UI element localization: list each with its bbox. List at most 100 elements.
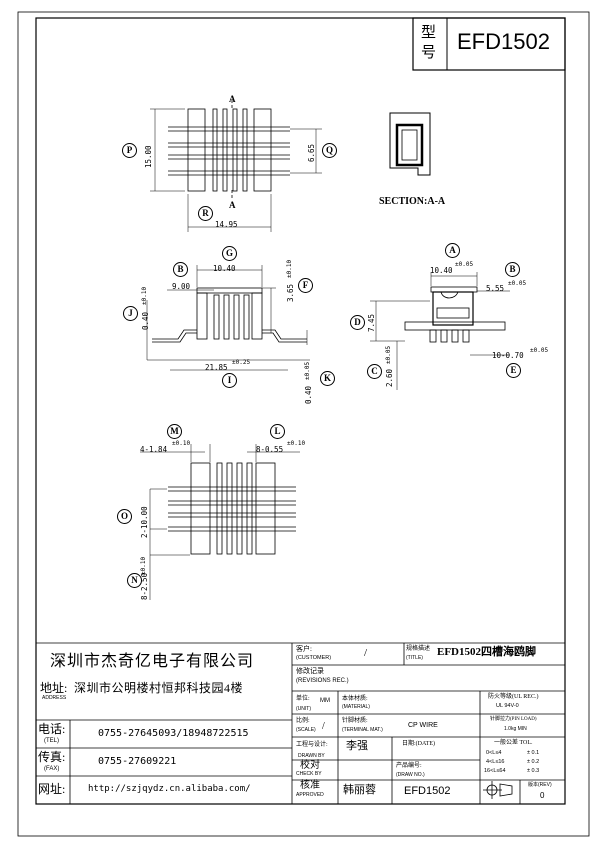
dim-2-60: 2.60 — [385, 368, 394, 387]
web-label: 网址: — [38, 782, 66, 796]
fax-value: 0755-27609221 — [98, 756, 177, 767]
approved-sub-label: APPROVED — [296, 792, 324, 798]
spec-label: 规格描述 — [406, 646, 431, 652]
label-M: M — [167, 424, 182, 439]
side-view — [146, 265, 310, 371]
dim-7-45: 7.45 — [367, 313, 376, 332]
scale-value: / — [322, 721, 325, 732]
customer-sub-label: (CUSTOMER) — [296, 655, 332, 661]
unit-value: MM — [320, 698, 330, 704]
inner-frame — [35, 17, 566, 805]
tolerance-range-3: 16<L≤64 — [484, 768, 506, 774]
draw-no-label: 产品编号: — [396, 763, 422, 769]
fax-sub-label: (FAX) — [44, 766, 60, 772]
dim-9-00: 9.00 — [172, 282, 191, 291]
dim-10-40: 10.40 — [213, 264, 236, 273]
address-sub-label: ADDRESS — [42, 695, 67, 701]
label-E: E — [506, 363, 521, 378]
label-N: N — [127, 573, 142, 588]
spec-sub-label: (TITLE) — [406, 655, 423, 661]
dim-10-0-70: 10-0.70 — [492, 351, 524, 360]
tolerance-value-2: ± 0.2 — [527, 759, 540, 765]
date-label: 日期:(DATE) — [402, 741, 435, 747]
dim-k-0-40: 0.40 — [304, 385, 313, 404]
label-B: B — [173, 262, 188, 277]
section-view — [389, 112, 431, 176]
tolerance-value-3: ± 0.3 — [527, 768, 540, 774]
bottom-view — [140, 444, 300, 600]
dim-21-85: 21.85 — [205, 363, 228, 372]
check-by-sub-label: CHECK BY — [296, 771, 322, 777]
model-title-box — [412, 17, 566, 71]
label-D: D — [350, 315, 365, 330]
dim-a-10-40: 10.40 — [430, 266, 453, 275]
label-F: F — [298, 278, 313, 293]
dim-n-tol: ±0.10 — [140, 556, 147, 575]
tel-value: 0755-27645093/18948722515 — [98, 728, 249, 739]
revision-label: 修改记录 — [296, 667, 324, 675]
section-label: SECTION:A-A — [379, 196, 446, 207]
unit-sub-label: (UNIT) — [296, 706, 311, 712]
tolerance-value-1: ± 0.1 — [527, 750, 540, 756]
dim-2-10-00: 2-10.00 — [140, 506, 149, 538]
unit-label: 单位: — [296, 696, 310, 702]
label-O: O — [117, 509, 132, 524]
material-sub-label: (MATERIAL) — [342, 704, 370, 710]
drawn-by-label: 工程与设计: — [296, 742, 328, 748]
revision-sub-label: (REVISIONS REC.) — [296, 678, 349, 684]
terminal-label: 针脚材质: — [342, 718, 368, 724]
model-label-char-2: 号 — [421, 45, 437, 61]
title-block-table — [36, 642, 565, 804]
label-J: J — [123, 306, 138, 321]
dim-a-tol: ±0.05 — [455, 261, 474, 268]
customer-value: / — [364, 647, 368, 659]
dim-j-tol: ±0.10 — [141, 286, 148, 305]
tolerance-range-2: 4<L≤16 — [486, 759, 505, 765]
tel-sub-label: (TEL) — [44, 738, 59, 744]
projection-symbol — [483, 781, 513, 799]
drawn-by-sub-label: DRAWN BY — [298, 753, 325, 759]
terminal-value: CP WIRE — [408, 722, 438, 729]
pin-load-value: 1.0kg MIN — [504, 726, 527, 732]
dim-8-2-50: 8-2.50 — [140, 572, 149, 600]
dim-8-0-55: 8-0.55 — [256, 445, 284, 454]
dim-2-60-tol: ±0.05 — [385, 345, 392, 364]
drawn-by-value: 李强 — [346, 740, 368, 752]
draw-no-sub-label: (DRAW NO.) — [396, 772, 425, 778]
dim-l-tol: ±0.10 — [287, 440, 306, 447]
end-view — [370, 272, 510, 390]
tolerance-label: 一般公差 TOL. — [494, 740, 533, 746]
scale-sub-label: (SCALE) — [296, 727, 316, 733]
address-label: 地址: — [40, 681, 68, 695]
label-A: A — [445, 243, 460, 258]
flame-rating-value: UL 94V-0 — [496, 703, 519, 709]
model-number: EFD1502 — [457, 29, 550, 54]
flame-rating-label: 防火等级(UL REC.) — [488, 694, 539, 700]
web-value[interactable]: http://szjqydz.cn.alibaba.com/ — [88, 784, 251, 794]
dim-6-65: 6.65 — [307, 143, 316, 162]
dim-14-95: 14.95 — [215, 220, 238, 229]
label-B2: B — [505, 262, 520, 277]
approved-value: 韩丽蓉 — [343, 784, 376, 796]
outer-frame — [17, 11, 590, 837]
label-C: C — [367, 364, 382, 379]
company-name: 深圳市杰奇亿电子有限公司 — [50, 653, 255, 670]
dim-3-65-tol: ±0.10 — [286, 259, 293, 278]
dim-m-tol: ±0.10 — [172, 440, 191, 447]
model-label-char-1: 型 — [421, 25, 437, 41]
dim-4-1-84: 4-1.84 — [140, 445, 168, 454]
section-mark-top: A — [229, 94, 236, 104]
revision-no-value: 0 — [540, 791, 545, 800]
tolerance-range-1: 0<L≤4 — [486, 750, 502, 756]
revision-no-label: 版本(REV) — [528, 782, 552, 788]
label-I: I — [222, 373, 237, 388]
fax-label: 传真: — [38, 750, 66, 764]
spec-value: EFD1502四槽海鸥脚 — [437, 646, 536, 658]
dim-k-tol: ±0.05 — [304, 361, 311, 380]
label-L: L — [270, 424, 285, 439]
customer-label: 客户: — [296, 645, 312, 653]
scale-label: 比例: — [296, 718, 310, 724]
label-G: G — [222, 246, 237, 261]
dim-5-55-tol: ±0.05 — [508, 280, 527, 287]
